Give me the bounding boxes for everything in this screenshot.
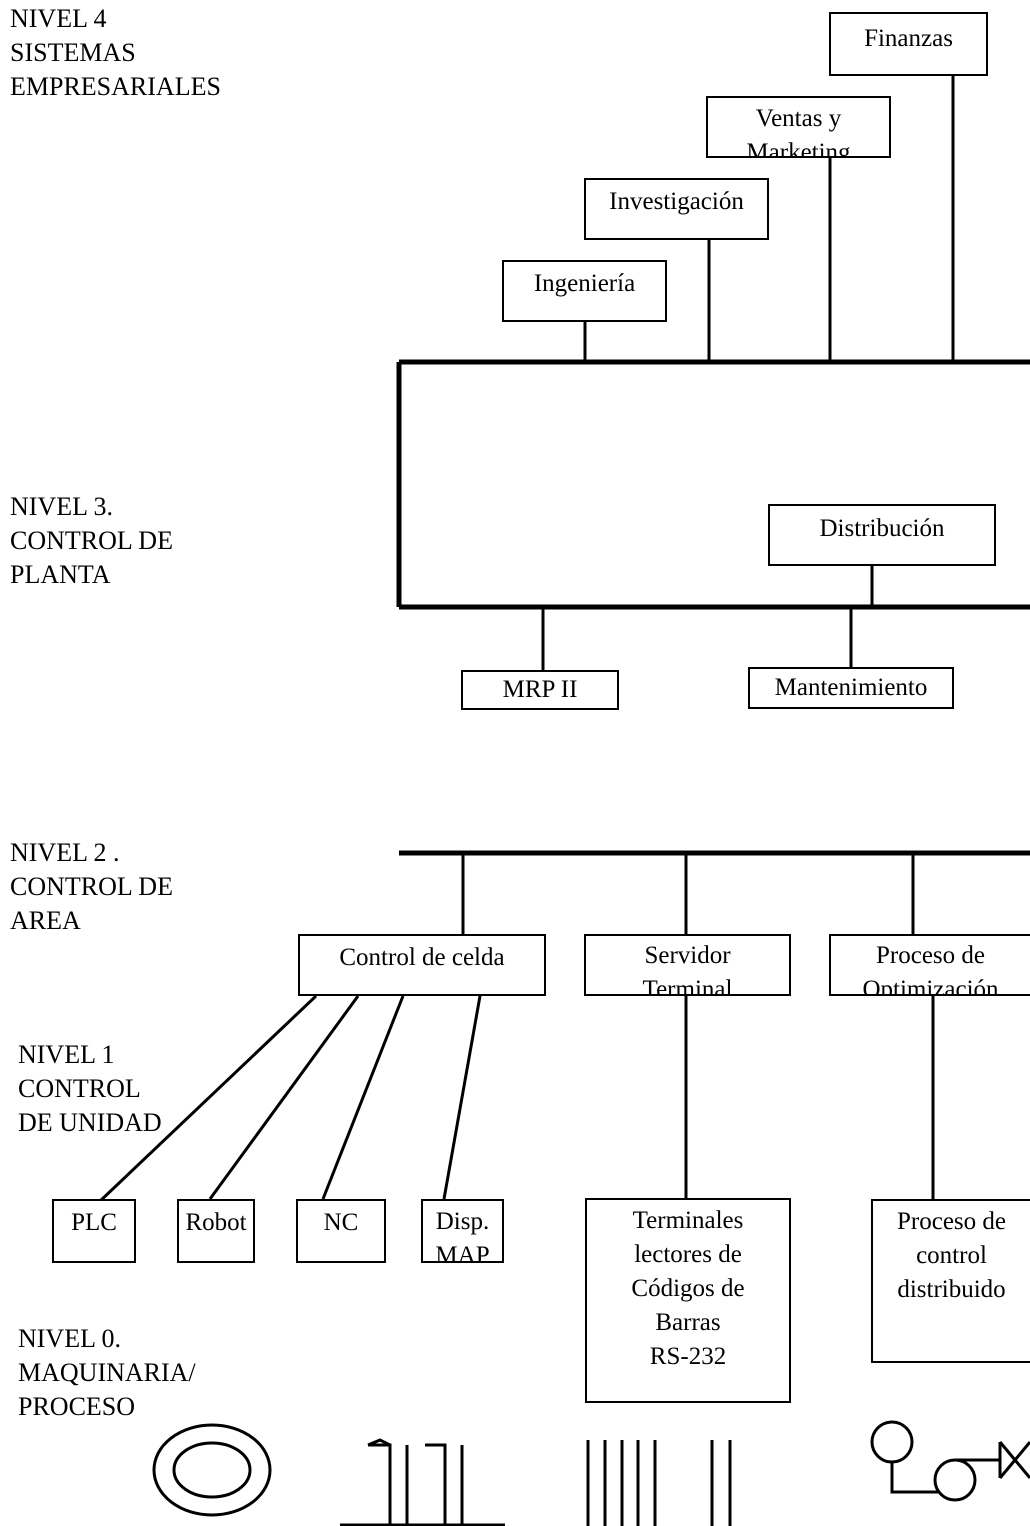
level-0-label: NIVEL 0. MAQUINARIA/ PROCESO	[18, 1324, 196, 1421]
investigacion-label: Investigación	[609, 188, 744, 215]
plc-box: PLC	[52, 1199, 136, 1263]
terminales-box: Terminales lectores de Códigos de Barras…	[585, 1198, 791, 1403]
level-2-label: NIVEL 2 . CONTROL DE AREA	[10, 838, 173, 935]
nc-box: NC	[296, 1199, 386, 1263]
mantenimiento-box: Mantenimiento	[748, 667, 954, 709]
ventas-marketing-label: Ventas y Marketing	[746, 105, 851, 158]
level-4-label: NIVEL 4 SISTEMAS EMPRESARIALES	[10, 4, 221, 101]
investigacion-box: Investigación	[584, 178, 769, 240]
finanzas-box: Finanzas	[829, 12, 988, 76]
terminales-label: Terminales lectores de Códigos de Barras…	[631, 1207, 745, 1370]
plc-label: PLC	[71, 1209, 117, 1236]
connector-plc	[96, 994, 318, 1205]
mrp-box: MRP II	[461, 670, 619, 710]
proceso-control-label: Proceso de control distribuido	[897, 1208, 1006, 1303]
barcode-icon	[586, 1440, 732, 1526]
disp-map-box: Disp. MAP	[421, 1199, 504, 1263]
mrp-label: MRP II	[502, 676, 578, 703]
ingenieria-label: Ingeniería	[533, 270, 636, 297]
mantenimiento-label: Mantenimiento	[774, 674, 928, 701]
level-1-label: NIVEL 1 CONTROL DE UNIDAD	[18, 1040, 162, 1137]
disp-map-label: Disp. MAP	[435, 1208, 490, 1263]
nc-label: NC	[323, 1209, 359, 1236]
distribucion-label: Distribución	[819, 515, 945, 542]
level-3-label: NIVEL 3. CONTROL DE PLANTA	[10, 492, 173, 589]
control-celda-box: Control de celda	[298, 934, 546, 996]
ventas-marketing-box: Ventas y Marketing	[706, 96, 891, 158]
servidor-terminal-box: Servidor Terminal	[584, 934, 791, 996]
optimizacion-box: Proceso de Optimización	[829, 934, 1030, 996]
connector-robot	[208, 995, 360, 1200]
ingenieria-box: Ingeniería	[502, 260, 667, 322]
connector-disp	[442, 995, 482, 1200]
proceso-control-box: Proceso de control distribuido	[871, 1199, 1030, 1363]
robot-label: Robot	[185, 1209, 247, 1236]
finanzas-label: Finanzas	[864, 25, 953, 52]
valve-icon	[870, 1420, 1030, 1502]
servidor-terminal-label: Servidor Terminal	[642, 942, 733, 996]
tank-icon	[152, 1423, 272, 1517]
machine-icon	[340, 1438, 505, 1526]
robot-box: Robot	[177, 1199, 255, 1263]
control-celda-label: Control de celda	[339, 944, 505, 971]
optimizacion-label: Proceso de Optimización	[862, 942, 999, 996]
distribucion-box: Distribución	[768, 504, 996, 566]
connector-nc	[321, 995, 405, 1200]
